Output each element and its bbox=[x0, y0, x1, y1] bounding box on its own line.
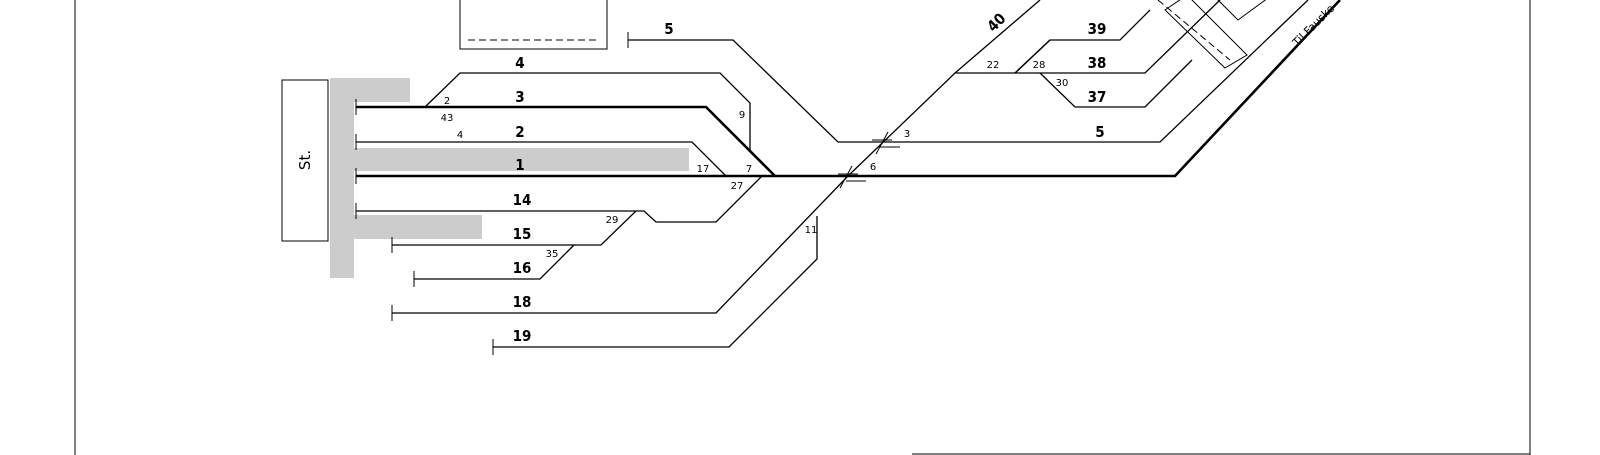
switch-label-6: 6 bbox=[870, 162, 876, 173]
track-4 bbox=[424, 72, 751, 151]
track-15 bbox=[392, 210, 637, 246]
switch-label-9: 9 bbox=[739, 110, 745, 121]
platform-track-15 bbox=[354, 215, 482, 239]
track-18 bbox=[392, 175, 849, 314]
platform-track-1 bbox=[354, 148, 689, 171]
track-label-39: 39 bbox=[1088, 20, 1107, 38]
track-label-38: 38 bbox=[1088, 54, 1107, 72]
crossing-marks bbox=[838, 131, 900, 189]
buffer-stops bbox=[355, 32, 629, 355]
drawing-frame bbox=[74, 0, 1531, 455]
track-37 bbox=[1039, 59, 1193, 108]
building-top bbox=[459, 0, 608, 50]
switch-label-7: 7 bbox=[746, 164, 752, 175]
switch-label-22: 22 bbox=[987, 60, 1000, 71]
track-label-40: 40 bbox=[983, 9, 1009, 35]
track-label-3: 3 bbox=[515, 88, 524, 106]
track-label-2: 2 bbox=[515, 123, 524, 141]
switch-label-35: 35 bbox=[546, 249, 559, 260]
direction-label: Til Fauske bbox=[1289, 2, 1337, 50]
track-1-main bbox=[356, 0, 1341, 178]
track-label-19: 19 bbox=[513, 327, 532, 345]
station-label: St. bbox=[296, 150, 314, 170]
tracks bbox=[356, 0, 1341, 348]
track-label-5-right: 5 bbox=[1095, 123, 1104, 141]
building-top-right bbox=[1157, 0, 1267, 69]
track-40-upper bbox=[954, 0, 1041, 74]
track-label-1: 1 bbox=[515, 156, 524, 174]
track-label-14: 14 bbox=[513, 191, 532, 209]
track-3 bbox=[356, 105, 776, 177]
track-39 bbox=[1014, 9, 1151, 74]
track-label-5-top: 5 bbox=[664, 20, 673, 38]
track-19 bbox=[493, 216, 818, 348]
track-16 bbox=[414, 244, 575, 280]
track-label-15: 15 bbox=[513, 225, 532, 243]
switch-labels: 2 43 4 9 17 7 27 29 35 11 3 6 22 28 30 bbox=[441, 60, 1069, 260]
switch-label-27: 27 bbox=[731, 181, 744, 192]
platform-top bbox=[354, 78, 410, 102]
track-label-37: 37 bbox=[1088, 88, 1107, 106]
switch-label-30: 30 bbox=[1056, 78, 1069, 89]
track-40 bbox=[847, 39, 1051, 177]
track-38 bbox=[1015, 0, 1221, 74]
switch-label-2: 2 bbox=[444, 96, 450, 107]
switch-label-17: 17 bbox=[697, 164, 710, 175]
switch-label-3: 3 bbox=[904, 129, 910, 140]
switch-label-28: 28 bbox=[1033, 60, 1046, 71]
switch-label-43: 43 bbox=[441, 113, 454, 124]
switch-label-11: 11 bbox=[805, 225, 818, 236]
track-14 bbox=[356, 175, 763, 223]
track-label-4: 4 bbox=[515, 54, 524, 72]
platform-vertical bbox=[330, 78, 354, 278]
track-label-16: 16 bbox=[513, 259, 532, 277]
switch-label-29: 29 bbox=[606, 215, 619, 226]
station-building: St. bbox=[281, 79, 329, 242]
switch-label-4: 4 bbox=[457, 130, 463, 141]
platforms bbox=[330, 78, 689, 278]
track-5-top bbox=[628, 0, 1309, 143]
track-label-18: 18 bbox=[513, 293, 532, 311]
track-2 bbox=[356, 141, 727, 177]
